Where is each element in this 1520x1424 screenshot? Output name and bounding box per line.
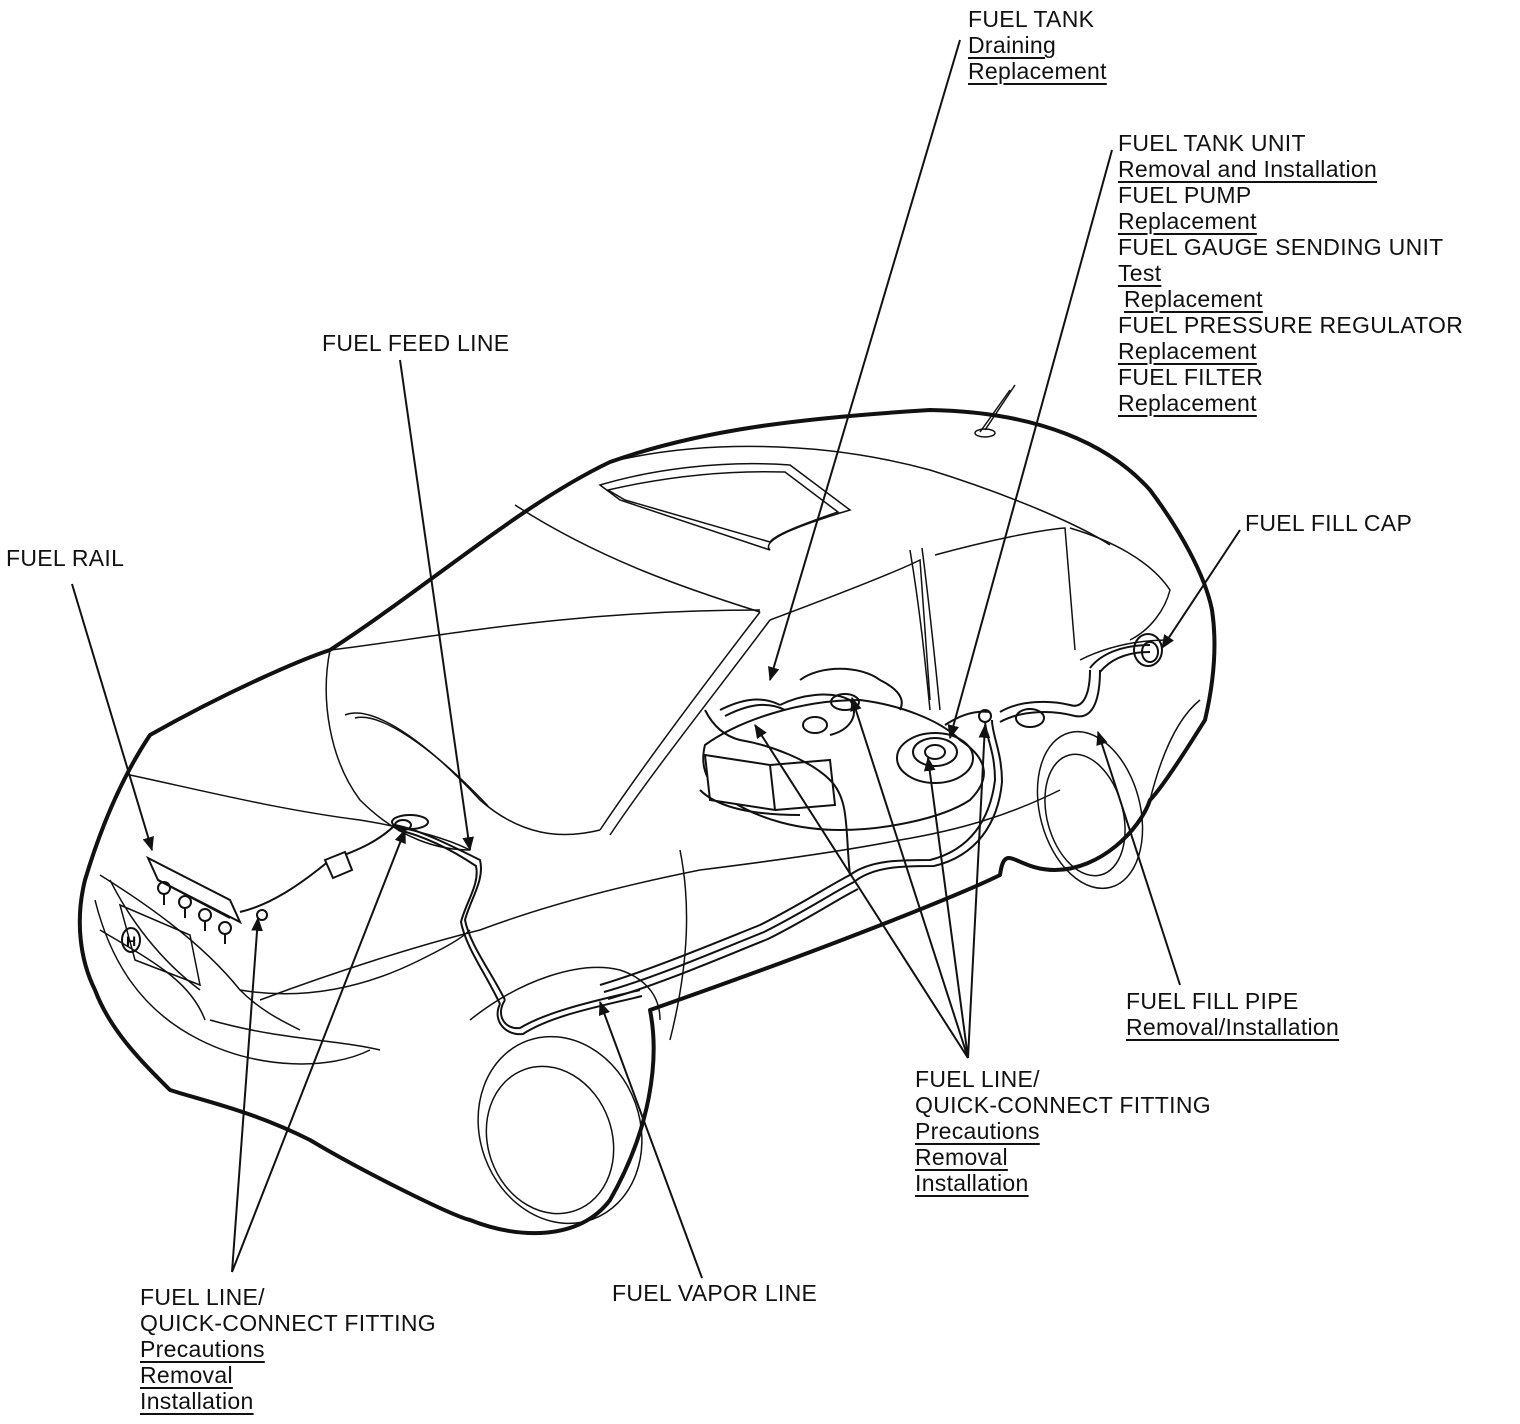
leader-fuel-feed-line <box>399 359 474 852</box>
link-fuel-gauge-replacement[interactable]: Replacement <box>1124 286 1263 312</box>
callout-title: FUEL VAPOR LINE <box>612 1280 818 1306</box>
leader-fuel-line-rear-d <box>967 723 991 1059</box>
callout-fuel-line-front: FUEL LINE/ QUICK-CONNECT FITTING Precaut… <box>140 1284 436 1414</box>
callout-title: FUEL RAIL <box>6 545 125 571</box>
leader-fuel-line-front-a <box>231 916 263 1273</box>
link-fuel-line-rear-precautions[interactable]: Precautions <box>915 1118 1040 1144</box>
leader-fuel-line-front-b <box>231 828 406 1273</box>
callout-title: FUEL LINE/ <box>140 1284 265 1310</box>
fuel-tank-component <box>699 667 985 832</box>
link-fuel-gauge-test[interactable]: Test <box>1118 260 1162 286</box>
callout-title: FUEL PUMP <box>1118 182 1252 208</box>
callout-fuel-rail: FUEL RAIL <box>6 545 124 571</box>
link-fuel-line-rear-installation[interactable]: Installation <box>915 1170 1029 1196</box>
callout-title: FUEL FILL CAP <box>1245 510 1413 536</box>
callout-fuel-tank: FUEL TANK Draining Replacement <box>968 6 1107 84</box>
callout-title: FUEL TANK <box>968 6 1095 32</box>
callout-title: QUICK-CONNECT FITTING <box>915 1092 1211 1118</box>
vehicle-outline <box>77 408 1217 1236</box>
callout-fuel-fill-cap: FUEL FILL CAP <box>1245 510 1412 536</box>
callout-title: QUICK-CONNECT FITTING <box>140 1310 436 1336</box>
leader-fuel-fill-pipe <box>1096 730 1181 986</box>
link-fuel-line-rear-removal[interactable]: Removal <box>915 1144 1008 1170</box>
link-fuel-pressure-replacement[interactable]: Replacement <box>1118 338 1257 364</box>
callout-title: FUEL FILL PIPE <box>1126 988 1299 1014</box>
callout-fuel-feed-line: FUEL FEED LINE <box>322 330 509 356</box>
callout-title: FUEL FILTER <box>1118 364 1264 390</box>
link-fuel-tank-draining[interactable]: Draining <box>968 32 1057 58</box>
fuel-feed-line-pipe <box>239 709 1004 1036</box>
leader-fuel-line-rear-b <box>850 696 969 1059</box>
callout-title: FUEL TANK UNIT <box>1118 130 1306 156</box>
link-fuel-line-front-removal[interactable]: Removal <box>140 1362 233 1388</box>
callout-title: FUEL FEED LINE <box>322 330 510 356</box>
leader-fuel-line-rear-a <box>754 724 969 1059</box>
link-fuel-tank-replacement[interactable]: Replacement <box>968 58 1107 84</box>
emblem-letter: H <box>126 933 136 949</box>
brand-emblem: H <box>121 927 141 953</box>
callout-fuel-line-rear: FUEL LINE/ QUICK-CONNECT FITTING Precaut… <box>915 1066 1211 1196</box>
link-fuel-pump-replacement[interactable]: Replacement <box>1118 208 1257 234</box>
leader-fuel-rail <box>71 583 154 852</box>
link-fuel-filter-replacement[interactable]: Replacement <box>1118 390 1257 416</box>
callout-fuel-fill-pipe: FUEL FILL PIPE Removal/Installation <box>1126 988 1339 1040</box>
link-fuel-line-front-installation[interactable]: Installation <box>140 1388 254 1414</box>
leader-fuel-line-rear-c <box>923 756 969 1059</box>
leader-lines <box>71 39 1241 1279</box>
fuel-rail-component <box>145 855 268 944</box>
callout-fuel-vapor-line: FUEL VAPOR LINE <box>612 1280 817 1306</box>
fuel-fill-pipe-component <box>944 633 1163 728</box>
link-fuel-fill-pipe-removal[interactable]: Removal/Installation <box>1126 1014 1340 1040</box>
vehicle-details <box>94 384 1201 1225</box>
leader-fuel-tank <box>768 39 961 682</box>
callout-title: FUEL LINE/ <box>915 1066 1040 1092</box>
link-fuel-tank-unit-removal[interactable]: Removal and Installation <box>1118 156 1378 182</box>
link-fuel-line-front-precautions[interactable]: Precautions <box>140 1336 265 1362</box>
callout-title: FUEL PRESSURE REGULATOR <box>1118 312 1464 338</box>
callout-title: FUEL GAUGE SENDING UNIT <box>1118 234 1444 260</box>
callout-fuel-tank-unit-group: FUEL TANK UNIT Removal and Installation … <box>1118 130 1463 416</box>
leader-fuel-vapor-line <box>598 1000 703 1279</box>
leader-fuel-tank-unit <box>947 149 1113 740</box>
leader-fuel-fill-cap <box>1161 529 1241 649</box>
